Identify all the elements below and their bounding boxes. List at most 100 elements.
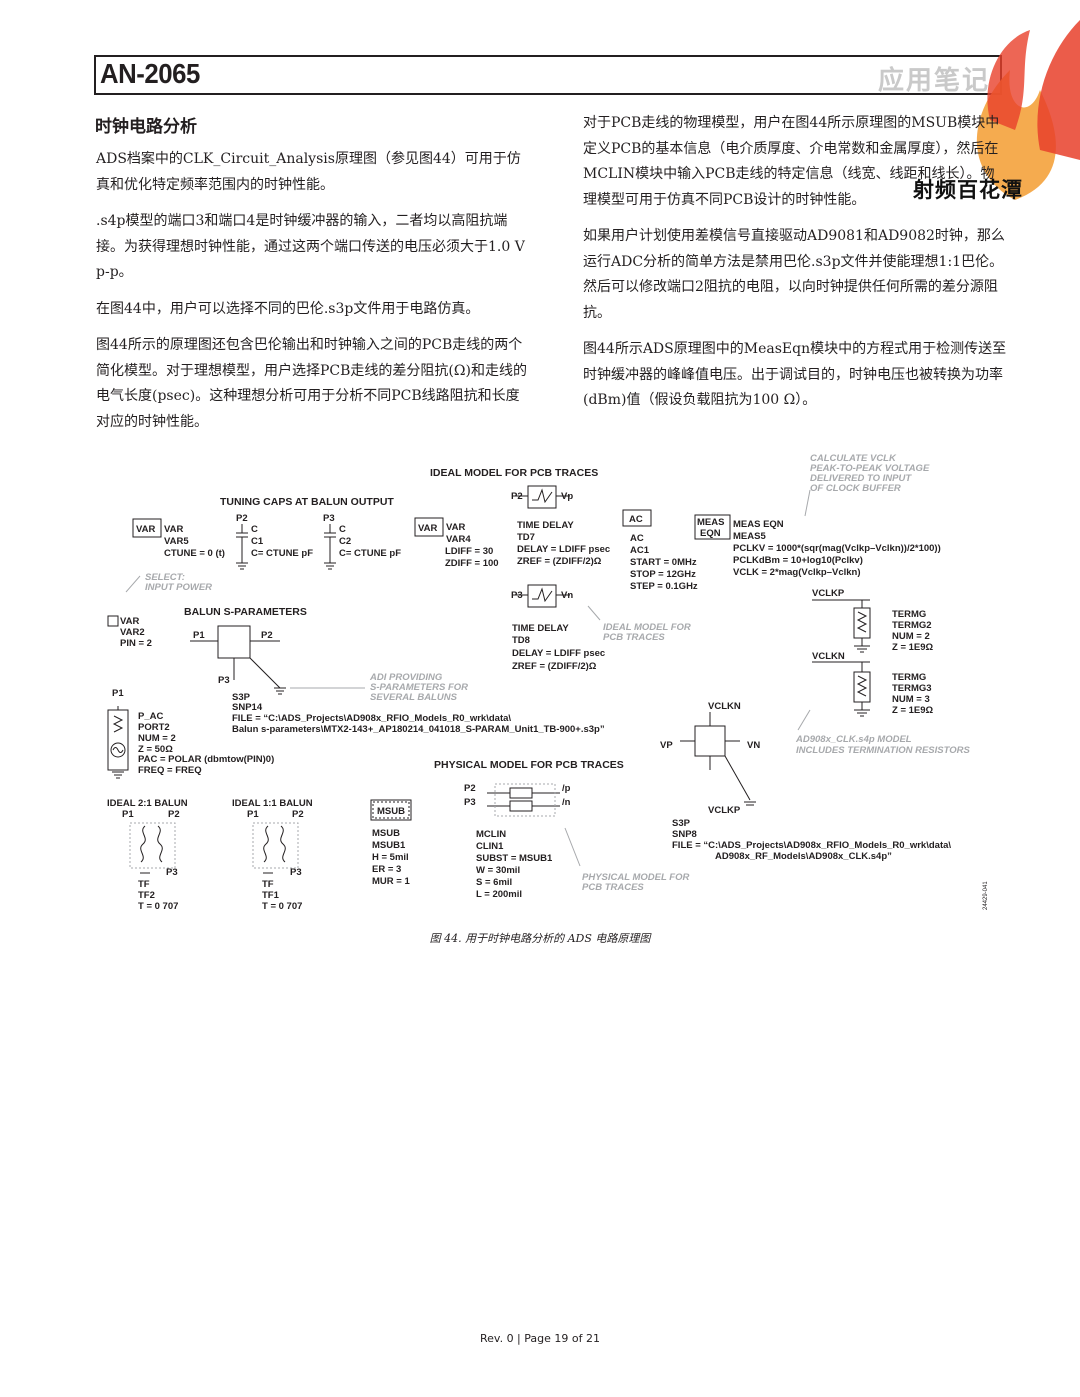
svg-text:NUM = 2: NUM = 2 xyxy=(138,733,176,744)
svg-text:FILE = “C:\ADS_Projects\AD908x: FILE = “C:\ADS_Projects\AD908x_RFIO_Mode… xyxy=(672,840,951,851)
logo-text: 射频百花潭 xyxy=(913,178,1023,202)
svg-text:TIME DELAY: TIME DELAY xyxy=(512,623,569,634)
svg-text:PEAK-TO-PEAK VOLTAGE: PEAK-TO-PEAK VOLTAGE xyxy=(810,463,930,474)
svg-text:Balun s-parameters\MTX2-143+_A: Balun s-parameters\MTX2-143+_AP180214_04… xyxy=(232,724,605,735)
svg-text:NUM = 2: NUM = 2 xyxy=(892,631,930,642)
svg-text:SUBST = MSUB1: SUBST = MSUB1 xyxy=(476,853,553,864)
paragraph: 图44所示ADS原理图中的MeasEqn模块中的方程式用于检测传送至时钟缓冲器的… xyxy=(583,341,1007,408)
balun-sparam-block: BALUN S-PARAMETERS P1 P2 P3 xyxy=(184,606,307,686)
svg-text:AC: AC xyxy=(629,514,643,525)
svg-text:S-PARAMETERS FOR: S-PARAMETERS FOR xyxy=(370,682,468,693)
svg-text:START = 0MHz: START = 0MHz xyxy=(630,557,697,568)
svg-text:P3: P3 xyxy=(323,513,335,524)
paragraph: ADS档案中的CLK_Circuit_Analysis原理图（参见图44）可用于… xyxy=(96,151,521,193)
paragraph: 对于PCB走线的物理模型，用户在图44所示原理图的MSUB模块中定义PCB的基本… xyxy=(583,115,1000,208)
svg-text:MSUB: MSUB xyxy=(377,806,405,817)
svg-text:PCB TRACES: PCB TRACES xyxy=(603,632,665,643)
vclkn-label: VCLKN xyxy=(812,651,845,662)
msub-block: MSUB MSUB MSUB1 H = 5mil ER = 3 MUR = 1 xyxy=(372,806,410,887)
svg-text:P1: P1 xyxy=(193,630,205,641)
svg-text:MEAS EQN: MEAS EQN xyxy=(733,519,784,530)
select-note: SELECT: INPUT POWER xyxy=(145,572,212,593)
physical-note: PHYSICAL MODEL FOR PCB TRACES xyxy=(582,872,689,893)
svg-text:VCLK = 2*mag(Vclkp–Vclkn): VCLK = 2*mag(Vclkp–Vclkn) xyxy=(733,567,861,578)
svg-text:/n: /n xyxy=(562,797,571,808)
svg-text:IDEAL 2:1 BALUN: IDEAL 2:1 BALUN xyxy=(107,798,188,809)
svg-text:STOP = 12GHz: STOP = 12GHz xyxy=(630,569,696,580)
svg-text:H = 5mil: H = 5mil xyxy=(372,852,409,863)
calc-note: CALCULATE VCLK PEAK-TO-PEAK VOLTAGE DELI… xyxy=(810,453,930,494)
adi-note: ADI PROVIDING S-PARAMETERS FOR SEVERAL B… xyxy=(369,672,468,703)
svg-text:P2: P2 xyxy=(292,809,304,820)
right-column: 对于PCB走线的物理模型，用户在图44所示原理图的MSUB模块中定义PCB的基本… xyxy=(583,111,1008,425)
svg-text:CALCULATE VCLK: CALCULATE VCLK xyxy=(810,453,897,464)
svg-text:P2: P2 xyxy=(511,491,523,502)
svg-text:C: C xyxy=(339,524,346,535)
figure-id: 24429-041 xyxy=(983,881,989,910)
svg-text:OF CLOCK BUFFER: OF CLOCK BUFFER xyxy=(810,483,901,494)
svg-text:C: C xyxy=(251,524,258,535)
tuning-caps-title: TUNING CAPS AT BALUN OUTPUT xyxy=(220,496,394,508)
svg-text:TD7: TD7 xyxy=(517,532,535,543)
svg-text:ER = 3: ER = 3 xyxy=(372,864,401,875)
svg-text:VAR2: VAR2 xyxy=(120,627,145,638)
svg-text:ZREF = (ZDIFF/2)Ω: ZREF = (ZDIFF/2)Ω xyxy=(517,556,602,567)
svg-text:VAR5: VAR5 xyxy=(164,536,189,547)
svg-text:TIME DELAY: TIME DELAY xyxy=(517,520,574,531)
td7-block: P2 Vp TIME DELAY TD7 DELAY = LDIFF psec … xyxy=(511,491,610,567)
doc-id: AN-2065 xyxy=(100,58,200,89)
svg-text:PIN = 2: PIN = 2 xyxy=(120,638,152,649)
tf2-block: IDEAL 2:1 BALUN P1 P2 P3 TF TF2 T = 0 70… xyxy=(107,798,188,912)
svg-text:PCLKdBm = 10+log10(Pclkv): PCLKdBm = 10+log10(Pclkv) xyxy=(733,555,863,566)
svg-text:TERMG: TERMG xyxy=(892,672,926,683)
svg-text:DELAY = LDIFF psec: DELAY = LDIFF psec xyxy=(512,648,605,659)
paragraph: 图44所示的原理图还包含巴伦输出和时钟输入之间的PCB走线的两个简化模型。对于理… xyxy=(96,337,527,430)
figure-caption: 图 44. 用于时钟电路分析的 ADS 电路原理图 xyxy=(429,932,651,945)
svg-text:IDEAL MODEL FOR: IDEAL MODEL FOR xyxy=(603,622,691,633)
svg-text:W = 30mil: W = 30mil xyxy=(476,865,520,876)
svg-text:VAR: VAR xyxy=(120,616,139,627)
svg-text:SNP14: SNP14 xyxy=(232,702,263,713)
snp8-ports: VCLKN VP VN VCLKP xyxy=(660,701,760,816)
svg-text:ADI PROVIDING: ADI PROVIDING xyxy=(369,672,443,683)
svg-text:L = 200mil: L = 200mil xyxy=(476,889,522,900)
physical-model-title: PHYSICAL MODEL FOR PCB TRACES xyxy=(434,759,624,771)
svg-text:C= CTUNE pF: C= CTUNE pF xyxy=(339,548,401,559)
svg-text:CTUNE = 0 (t): CTUNE = 0 (t) xyxy=(164,548,225,559)
svg-text:T = 0 707: T = 0 707 xyxy=(262,901,302,912)
svg-text:P2: P2 xyxy=(261,630,273,641)
ideal-model-note: IDEAL MODEL FOR PCB TRACES xyxy=(603,622,691,643)
svg-text:T = 0 707: T = 0 707 xyxy=(138,901,178,912)
svg-text:P1: P1 xyxy=(112,688,124,699)
model-note: AD908x_CLK.s4p MODEL INCLUDES TERMINATIO… xyxy=(795,734,970,756)
svg-text:P3: P3 xyxy=(290,867,302,878)
termg2-block: TERMG TERMG2 NUM = 2 Z = 1E9Ω xyxy=(892,609,934,653)
svg-text:TD8: TD8 xyxy=(512,635,530,646)
svg-text:S = 6mil: S = 6mil xyxy=(476,877,512,888)
svg-text:TF: TF xyxy=(262,879,274,890)
svg-text:P_AC: P_AC xyxy=(138,711,163,722)
var2-block: VAR VAR2 PIN = 2 xyxy=(120,616,152,649)
svg-text:P3: P3 xyxy=(464,797,476,808)
svg-text:FREQ = FREQ: FREQ = FREQ xyxy=(138,765,202,776)
svg-text:IDEAL 1:1 BALUN: IDEAL 1:1 BALUN xyxy=(232,798,313,809)
tf1-block: IDEAL 1:1 BALUN P1 P2 P3 TF TF1 T = 0 70… xyxy=(232,798,313,912)
snp8-block: S3P SNP8 FILE = “C:\ADS_Projects\AD908x_… xyxy=(672,818,951,862)
svg-text:INCLUDES TERMINATION RESISTORS: INCLUDES TERMINATION RESISTORS xyxy=(796,745,970,756)
svg-text:DELIVERED TO INPUT: DELIVERED TO INPUT xyxy=(810,473,912,484)
vclkp-label: VCLKP xyxy=(812,588,845,599)
termg3-block: TERMG TERMG3 NUM = 3 Z = 1E9Ω xyxy=(892,672,934,716)
ac1-block: AC AC AC1 START = 0MHz STOP = 12GHz STEP… xyxy=(629,514,698,592)
port2-block: P1 P_AC PORT2 NUM = 2 Z = 50Ω PAC = POLA… xyxy=(112,688,274,776)
svg-text:SELECT:: SELECT: xyxy=(145,572,185,583)
svg-text:MEAS: MEAS xyxy=(697,517,724,528)
svg-text:EQN: EQN xyxy=(700,528,721,539)
svg-text:BALUN S-PARAMETERS: BALUN S-PARAMETERS xyxy=(184,606,307,618)
svg-text:FILE = “C:\ADS_Projects\AD908x: FILE = “C:\ADS_Projects\AD908x_RFIO_Mode… xyxy=(232,713,511,724)
paragraph: .s4p模型的端口3和端口4是时钟缓冲器的输入，二者均以高阻抗端接。为获得理想时… xyxy=(96,213,525,280)
ideal-model-title: IDEAL MODEL FOR PCB TRACES xyxy=(430,467,598,479)
svg-text:VAR: VAR xyxy=(136,524,155,535)
svg-text:PCLKV = 1000*(sqr(mag(Vclkp–Vc: PCLKV = 1000*(sqr(mag(Vclkp–Vclkn))/2*10… xyxy=(733,543,941,554)
svg-text:NUM = 3: NUM = 3 xyxy=(892,694,930,705)
svg-text:P2: P2 xyxy=(464,783,476,794)
